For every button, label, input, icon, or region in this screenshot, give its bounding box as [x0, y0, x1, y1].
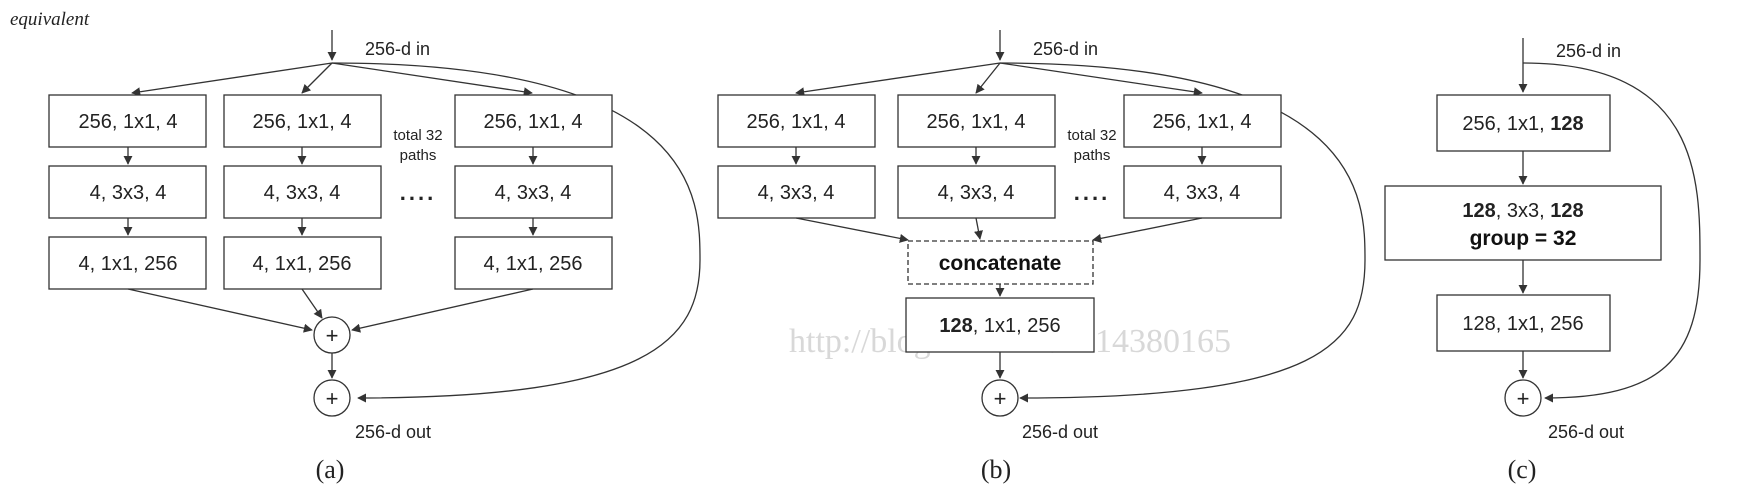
panel-a-path1-layer2-box [48, 165, 207, 219]
panel-a-residual-node [313, 379, 351, 417]
panel-c-layer3-box [1436, 294, 1611, 352]
panel-c-output-label: 256-d out [1548, 422, 1624, 442]
panel-b-residual-plus: + [994, 386, 1007, 411]
panel-c-residual-plus: + [1517, 386, 1530, 411]
panel-b: 256-d in 256, 1x1, 4 4, 3x3, 4 256, 1x1,… [717, 30, 1366, 484]
panel-a-path3-layer3-label: 4, 1x1, 256 [484, 253, 583, 275]
panel-b-path1-layer1-box [717, 94, 876, 148]
panel-a-path2-layer1-label: 256, 1x1, 4 [253, 111, 352, 133]
panel-a: 256-d in 256, 1x1, 4 4, 3x3, 4 4, 1x1, 2… [48, 30, 701, 484]
panel-a-path3-layer1-box [454, 94, 613, 148]
panel-c-caption: (c) [1508, 455, 1537, 484]
panel-c-layer1-plain: 256, 1x1, [1462, 113, 1550, 135]
panel-b-merge-mid [973, 217, 983, 240]
panel-a-path3-layer2-label: 4, 3x3, 4 [495, 182, 572, 204]
panel-c-input-label: 256-d in [1556, 41, 1621, 61]
panel-b-paths-note-line2: paths [1074, 147, 1111, 164]
panel-c-layer2-bold-a: 128 [1462, 200, 1495, 222]
panel-a-path2-layer3-box [223, 236, 382, 290]
panel-a-merge-right [351, 288, 534, 333]
panel-c-layer2-box [1384, 185, 1662, 261]
panel-b-path2-layer1-label: 256, 1x1, 4 [927, 111, 1026, 133]
panel-b-output-label: 256-d out [1022, 422, 1098, 442]
panel-c: 256-d in 256, 1x1, 128 128, 3x3, 128 gro… [1384, 38, 1701, 484]
panel-a-path3-layer1-label: 256, 1x1, 4 [484, 111, 583, 133]
panel-b-path3-layer1-label: 256, 1x1, 4 [1153, 111, 1252, 133]
panel-a-fanout-right [331, 62, 533, 97]
panel-a-path1-layer3-box [48, 236, 207, 290]
panel-c-layer2-label: 128, 3x3, 128 [1462, 200, 1583, 222]
panel-c-layer2-bold-b: 128 [1550, 200, 1583, 222]
panel-a-fanout-left [131, 62, 333, 97]
corner-label: equivalent [10, 9, 90, 30]
panel-a-path1-layer2-label: 4, 3x3, 4 [90, 182, 167, 204]
panel-b-ellipsis: .... [1074, 180, 1110, 205]
panel-b-path3-layer1-box [1123, 94, 1282, 148]
panel-a-sum-plus: + [326, 323, 339, 348]
panel-b-fanout-right [999, 62, 1203, 97]
panel-a-residual-plus: + [326, 386, 339, 411]
panel-c-shortcut [1522, 62, 1701, 403]
panel-a-path1-layer3-label: 4, 1x1, 256 [79, 253, 178, 275]
panel-b-path1-layer2-label: 4, 3x3, 4 [758, 182, 835, 204]
panel-c-layer2-plain: , 3x3, [1496, 200, 1550, 222]
panel-a-path2-layer3-label: 4, 1x1, 256 [253, 253, 352, 275]
panel-b-concat-label: concatenate [939, 252, 1062, 275]
panel-a-paths-note-line2: paths [400, 147, 437, 164]
panel-a-path2-layer1-box [223, 94, 382, 148]
panel-b-path3-layer2-box [1123, 165, 1282, 219]
panel-a-merge-left [127, 288, 313, 333]
panel-b-input-label: 256-d in [1033, 39, 1098, 59]
panel-b-path2-layer2-box [897, 165, 1056, 219]
panel-b-path2-layer2-label: 4, 3x3, 4 [938, 182, 1015, 204]
panel-b-fanout-mid [975, 62, 1001, 94]
panel-a-path1-layer1-label: 256, 1x1, 4 [79, 111, 178, 133]
panel-a-path3-layer3-box [454, 236, 613, 290]
panel-c-layer1-label: 256, 1x1, 128 [1462, 113, 1583, 135]
panel-a-path2-layer2-label: 4, 3x3, 4 [264, 182, 341, 204]
panel-a-fanout-mid [301, 62, 333, 94]
panel-a-merge-mid [301, 288, 323, 319]
panel-a-output-label: 256-d out [355, 422, 431, 442]
panel-b-concat-box [907, 240, 1094, 285]
panel-c-residual-node [1504, 379, 1542, 417]
panel-b-final-box [905, 297, 1095, 353]
panel-c-layer3-label: 128, 1x1, 256 [1462, 313, 1583, 335]
panel-b-merge-right [1092, 217, 1203, 243]
panel-c-layer2-group: group = 32 [1470, 227, 1577, 250]
panel-a-paths-note-line1: total 32 [393, 127, 442, 144]
panel-a-input-label: 256-d in [365, 39, 430, 59]
panel-b-path1-layer1-label: 256, 1x1, 4 [747, 111, 846, 133]
panel-b-caption: (b) [981, 455, 1011, 484]
panel-a-ellipsis: .... [400, 180, 436, 205]
panel-b-path2-layer1-box [897, 94, 1056, 148]
panel-b-residual-node [981, 379, 1019, 417]
panel-b-path3-layer2-label: 4, 3x3, 4 [1164, 182, 1241, 204]
panel-b-path1-layer2-box [717, 165, 876, 219]
panel-b-final-bold: 128 [939, 315, 972, 337]
panel-b-merge-left [795, 217, 909, 243]
panel-a-caption: (a) [316, 455, 345, 484]
panel-b-final-label: 128, 1x1, 256 [939, 315, 1060, 337]
panel-b-final-rest: , 1x1, 256 [973, 315, 1061, 337]
panel-b-fanout-left [795, 62, 1001, 97]
panel-a-path3-layer2-box [454, 165, 613, 219]
panel-b-paths-note-line1: total 32 [1067, 127, 1116, 144]
panel-c-layer1-bold: 128 [1550, 113, 1583, 135]
